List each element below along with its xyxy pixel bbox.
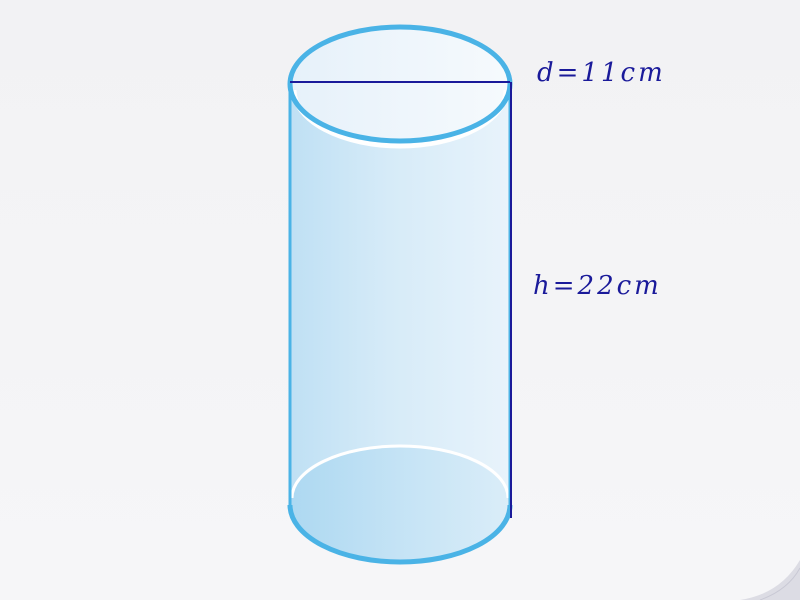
- cylinder-bottom-outline: [287, 504, 513, 565]
- cylinder-top-face: [290, 26, 510, 142]
- cylinder-body: [290, 82, 510, 560]
- cylinder-bottom-face: [290, 447, 510, 563]
- page-curl-decoration: [740, 560, 800, 600]
- diameter-label: d=11cm: [537, 58, 666, 88]
- height-label: h=22cm: [533, 271, 662, 301]
- cylinder-bottom-highlight: [290, 444, 510, 499]
